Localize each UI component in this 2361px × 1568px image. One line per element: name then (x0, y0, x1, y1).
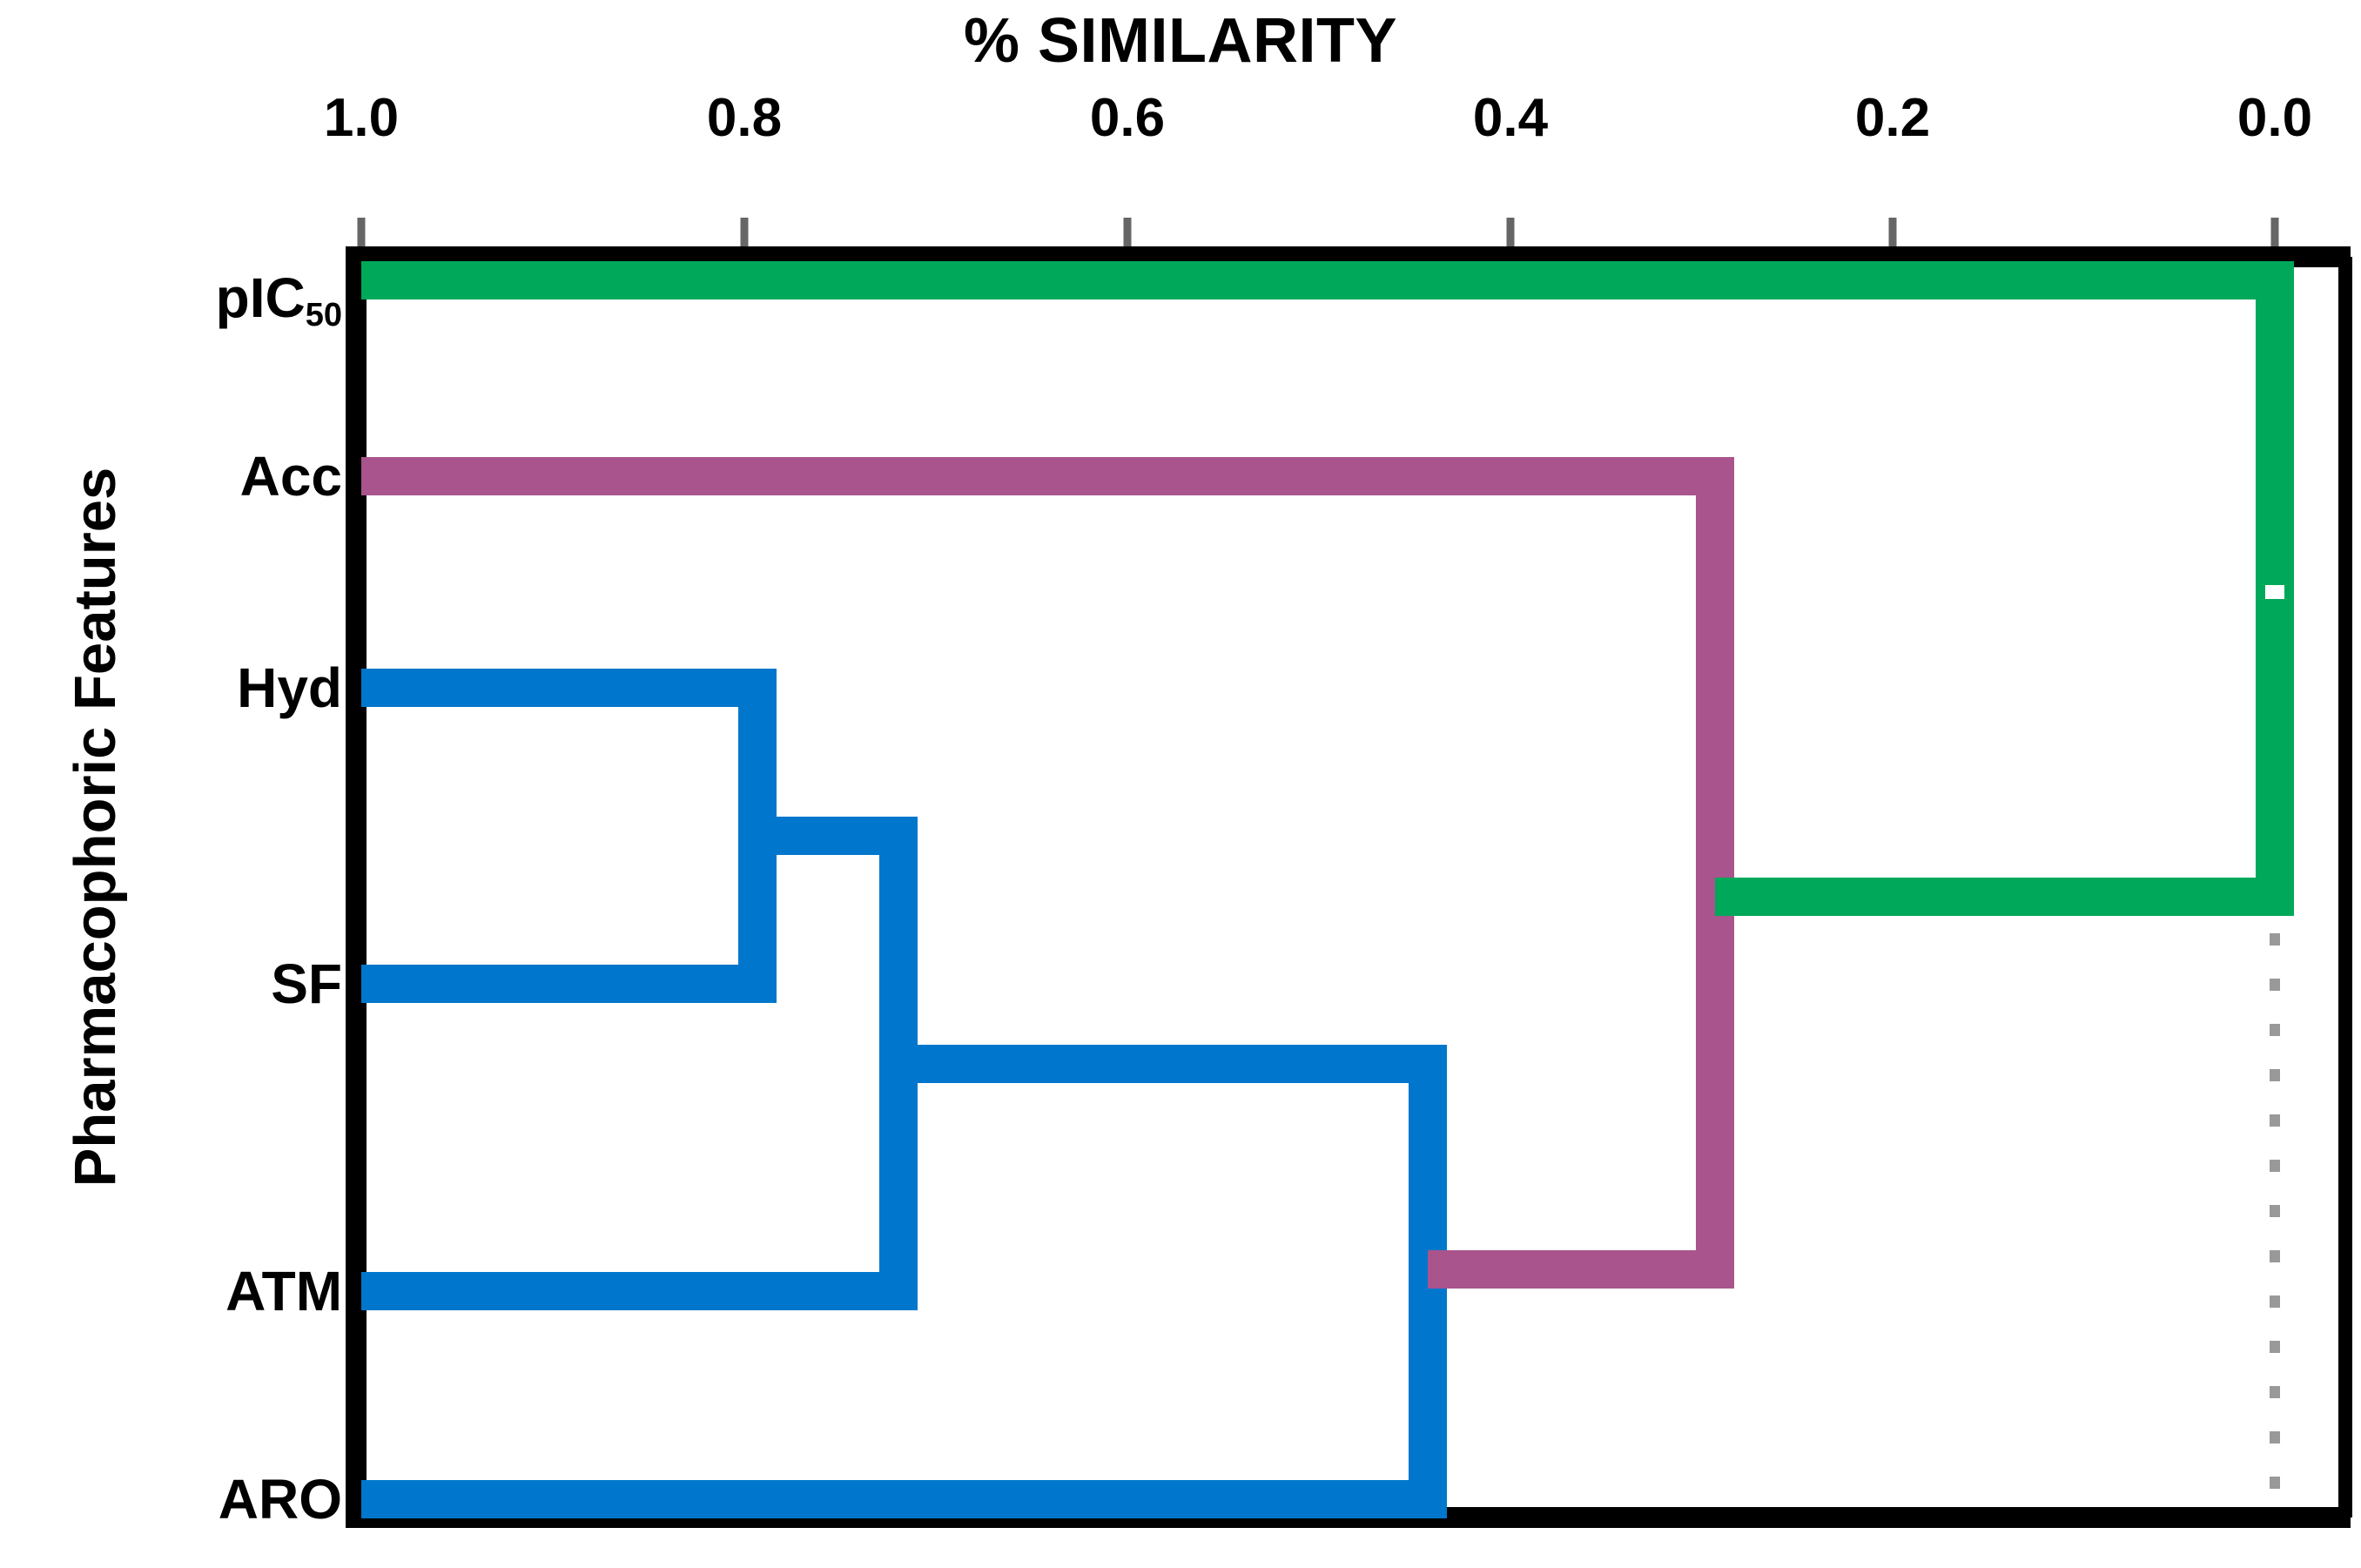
x-tick-label-3: 0.6 (1089, 88, 1166, 148)
chart-title: % SIMILARITY (963, 6, 1397, 76)
link-pic50-root (361, 261, 2294, 916)
x-tick-label-2: 0.8 (706, 88, 783, 148)
x-tick-label-5: 0.2 (1854, 88, 1931, 148)
link-acc-cluster (361, 457, 1734, 1289)
x-tick-label-1: 1.0 (323, 88, 400, 148)
y-tick-label-aro: ARO (218, 1468, 342, 1531)
y-tick-sub-pic50: 50 (305, 297, 342, 333)
y-tick-label-acc: Acc (239, 445, 342, 508)
link-hydsf-atm (361, 817, 918, 1310)
link-hyd-sf (361, 669, 777, 1003)
x-tick-label-6: 0.0 (2237, 88, 2313, 148)
y-tick-text-pic50: pIC (215, 266, 306, 329)
y-tick-label-hyd: Hyd (237, 656, 342, 719)
y-tick-label-atm: ATM (225, 1260, 342, 1322)
y-tick-label-pic50: pIC50 (215, 266, 342, 333)
x-tick-label-4: 0.4 (1472, 88, 1549, 148)
y-tick-label-sf: SF (271, 952, 342, 1015)
root-node-marker (2265, 585, 2284, 599)
